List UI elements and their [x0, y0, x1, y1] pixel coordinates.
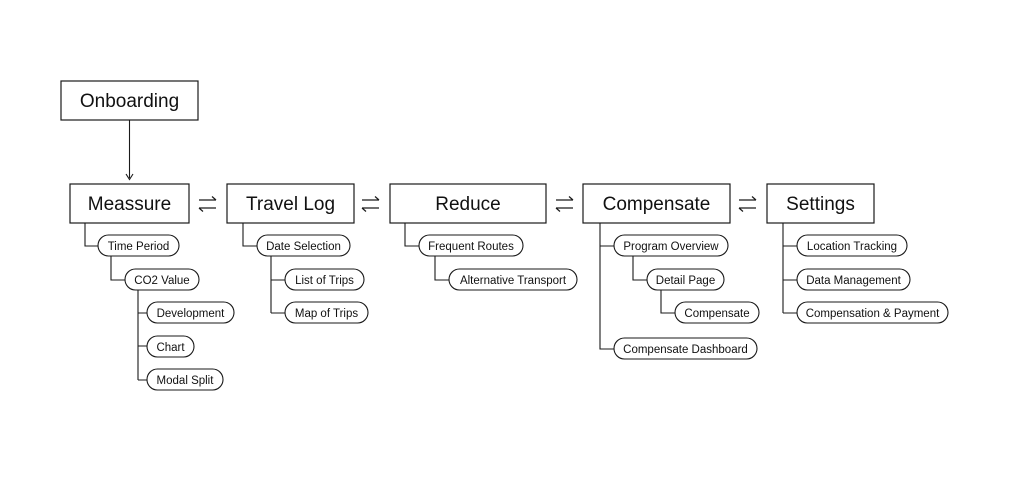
- onboarding-node: Onboarding: [60, 80, 199, 121]
- settings-connectors: [782, 223, 797, 314]
- list-item: Date Selection: [256, 234, 351, 257]
- list-item: Compensate: [674, 301, 760, 324]
- onboarding-label: Onboarding: [80, 91, 179, 112]
- item-data-management: Data Management: [806, 275, 901, 287]
- item-detail-page: Detail Page: [656, 275, 715, 287]
- swap-arrow-icon: [555, 196, 574, 212]
- item-map-of-trips: Map of Trips: [295, 308, 359, 320]
- list-item: Compensate Dashboard: [613, 337, 758, 360]
- list-item: Detail Page: [646, 268, 725, 291]
- list-item: Map of Trips: [284, 301, 369, 324]
- item-compensation-payment: Compensation & Payment: [806, 308, 940, 320]
- item-frequent-routes: Frequent Routes: [428, 241, 514, 253]
- section-reduce-title: Reduce: [435, 194, 501, 215]
- list-item: List of Trips: [284, 268, 365, 291]
- list-item: Frequent Routes: [418, 234, 524, 257]
- item-development: Development: [157, 308, 226, 320]
- section-compensate-title: Compensate: [603, 194, 711, 215]
- compensate-connectors: [599, 223, 675, 350]
- section-settings-title: Settings: [786, 194, 855, 215]
- list-item: Development: [146, 301, 235, 324]
- list-item: Data Management: [796, 268, 911, 291]
- list-item: Time Period: [97, 234, 180, 257]
- list-item: Alternative Transport: [448, 268, 578, 291]
- section-meassure: Meassure: [69, 183, 190, 224]
- section-travel-log: Travel Log: [226, 183, 355, 224]
- list-item: Location Tracking: [796, 234, 908, 257]
- item-chart: Chart: [156, 342, 185, 354]
- meassure-connectors: [84, 223, 147, 381]
- list-item: Program Overview: [613, 234, 729, 257]
- onboarding-arrow: [125, 120, 134, 181]
- item-location-tracking: Location Tracking: [807, 241, 897, 253]
- item-date-selection: Date Selection: [266, 241, 341, 253]
- item-time-period: Time Period: [108, 241, 170, 253]
- swap-arrow-icon: [361, 196, 380, 212]
- section-compensate: Compensate: [582, 183, 731, 224]
- item-co2-value: CO2 Value: [134, 275, 189, 287]
- item-compensate-dashboard: Compensate Dashboard: [623, 344, 748, 356]
- item-alternative-transport: Alternative Transport: [460, 275, 567, 287]
- item-program-overview: Program Overview: [623, 241, 719, 253]
- item-list-of-trips: List of Trips: [295, 275, 354, 287]
- section-reduce: Reduce: [389, 183, 547, 224]
- section-meassure-title: Meassure: [88, 194, 171, 215]
- item-compensate: Compensate: [684, 308, 749, 320]
- travel-log-connectors: [242, 223, 285, 314]
- list-item: CO2 Value: [124, 268, 200, 291]
- swap-arrow-icon: [738, 196, 757, 212]
- list-item: Modal Split: [146, 368, 224, 391]
- item-modal-split: Modal Split: [157, 375, 215, 387]
- section-settings: Settings: [766, 183, 875, 224]
- swap-arrow-icon: [198, 196, 217, 212]
- list-item: Chart: [146, 335, 195, 358]
- reduce-connectors: [404, 223, 449, 281]
- list-item: Compensation & Payment: [796, 301, 949, 324]
- section-travel-log-title: Travel Log: [246, 194, 335, 215]
